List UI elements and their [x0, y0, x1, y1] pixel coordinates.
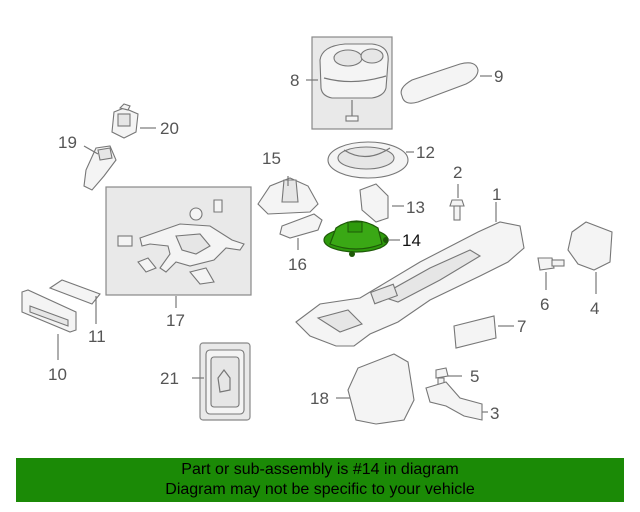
console-part-1	[295, 221, 525, 347]
highlighted-part-14	[323, 220, 389, 257]
panel-part-18	[347, 353, 415, 425]
callout-16: 16	[288, 255, 307, 274]
bolt-part-2	[449, 199, 465, 221]
callout-8: 8	[290, 71, 299, 90]
mat-part-9	[400, 62, 479, 104]
leader-lines	[57, 75, 597, 413]
banner-line-2: Diagram may not be specific to your vehi…	[165, 481, 475, 498]
callout-7: 7	[517, 317, 526, 336]
cup-holder-part-8	[319, 43, 389, 122]
callout-5: 5	[470, 367, 479, 386]
callout-13: 13	[406, 198, 425, 217]
bolt-part-6	[537, 257, 565, 271]
socket-part-19	[83, 145, 117, 191]
mat-part-11	[48, 279, 101, 305]
callout-19: 19	[58, 133, 77, 152]
callout-18: 18	[310, 389, 329, 408]
callout-14: 14	[402, 231, 421, 250]
callout-10: 10	[48, 365, 67, 384]
boot-ring-part-12	[327, 141, 409, 179]
callout-11: 11	[88, 327, 106, 346]
trim-part-7	[453, 315, 497, 349]
callout-9: 9	[494, 67, 503, 86]
seat-heater-switch-part-21	[205, 349, 245, 415]
callout-6: 6	[540, 295, 549, 314]
bracket-part-4	[567, 221, 613, 271]
banner-line-1: Part or sub-assembly is #14 in diagram	[181, 461, 459, 478]
callout-3: 3	[490, 404, 499, 423]
clip-part-13	[359, 183, 389, 223]
bezel-part-16	[279, 213, 323, 239]
callout-21: 21	[160, 369, 179, 388]
tray-part-10	[21, 289, 77, 333]
callout-1: 1	[492, 185, 501, 204]
callout-15: 15	[262, 149, 281, 168]
bracket-part-3	[425, 381, 483, 421]
bracket-part-17	[117, 199, 245, 285]
shift-boot-part-15	[257, 177, 319, 215]
switch-part-20	[111, 103, 139, 139]
callout-2: 2	[453, 163, 462, 182]
info-banner: Part or sub-assembly is #14 in diagram D…	[16, 458, 624, 502]
callout-17: 17	[166, 311, 185, 330]
callout-12: 12	[416, 143, 435, 162]
callout-20: 20	[160, 119, 179, 138]
callout-4: 4	[590, 299, 599, 318]
